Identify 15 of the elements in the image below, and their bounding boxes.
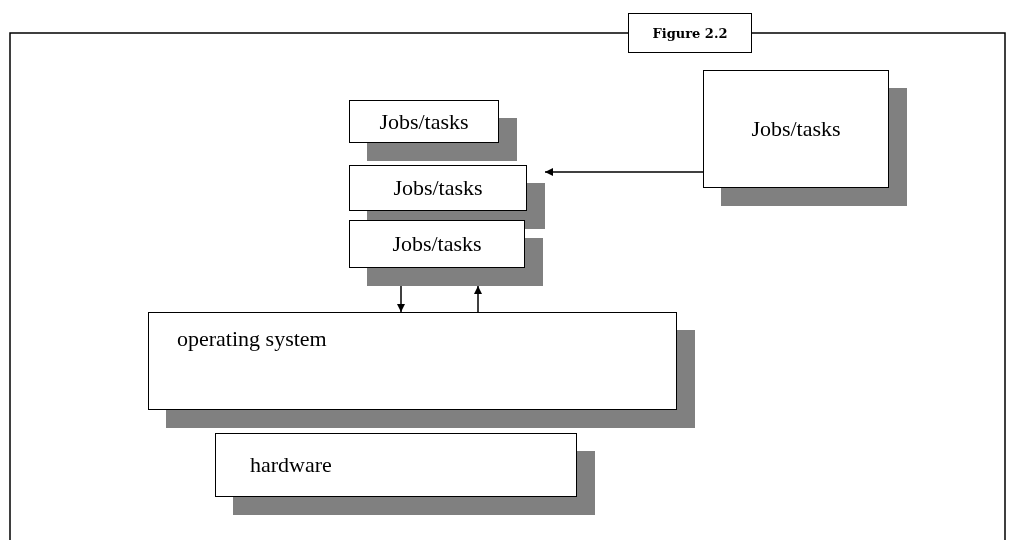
shadowed-box (349, 100, 517, 161)
box-label: Jobs/tasks (379, 108, 469, 135)
figure-title: Figure 2.2 (628, 13, 752, 53)
box-label: operating system (177, 326, 327, 352)
shadowed-box (215, 433, 595, 515)
shadowed-box (148, 312, 695, 428)
arrow (474, 285, 482, 313)
box-label: Jobs/tasks (751, 116, 841, 142)
box-label: Jobs/tasks (393, 175, 483, 201)
shadowed-box (349, 220, 543, 286)
arrow (544, 168, 704, 176)
shadowed-box (703, 70, 907, 206)
box-label: hardware (250, 452, 332, 478)
arrow (397, 285, 405, 313)
box-label: Jobs/tasks (392, 231, 482, 257)
